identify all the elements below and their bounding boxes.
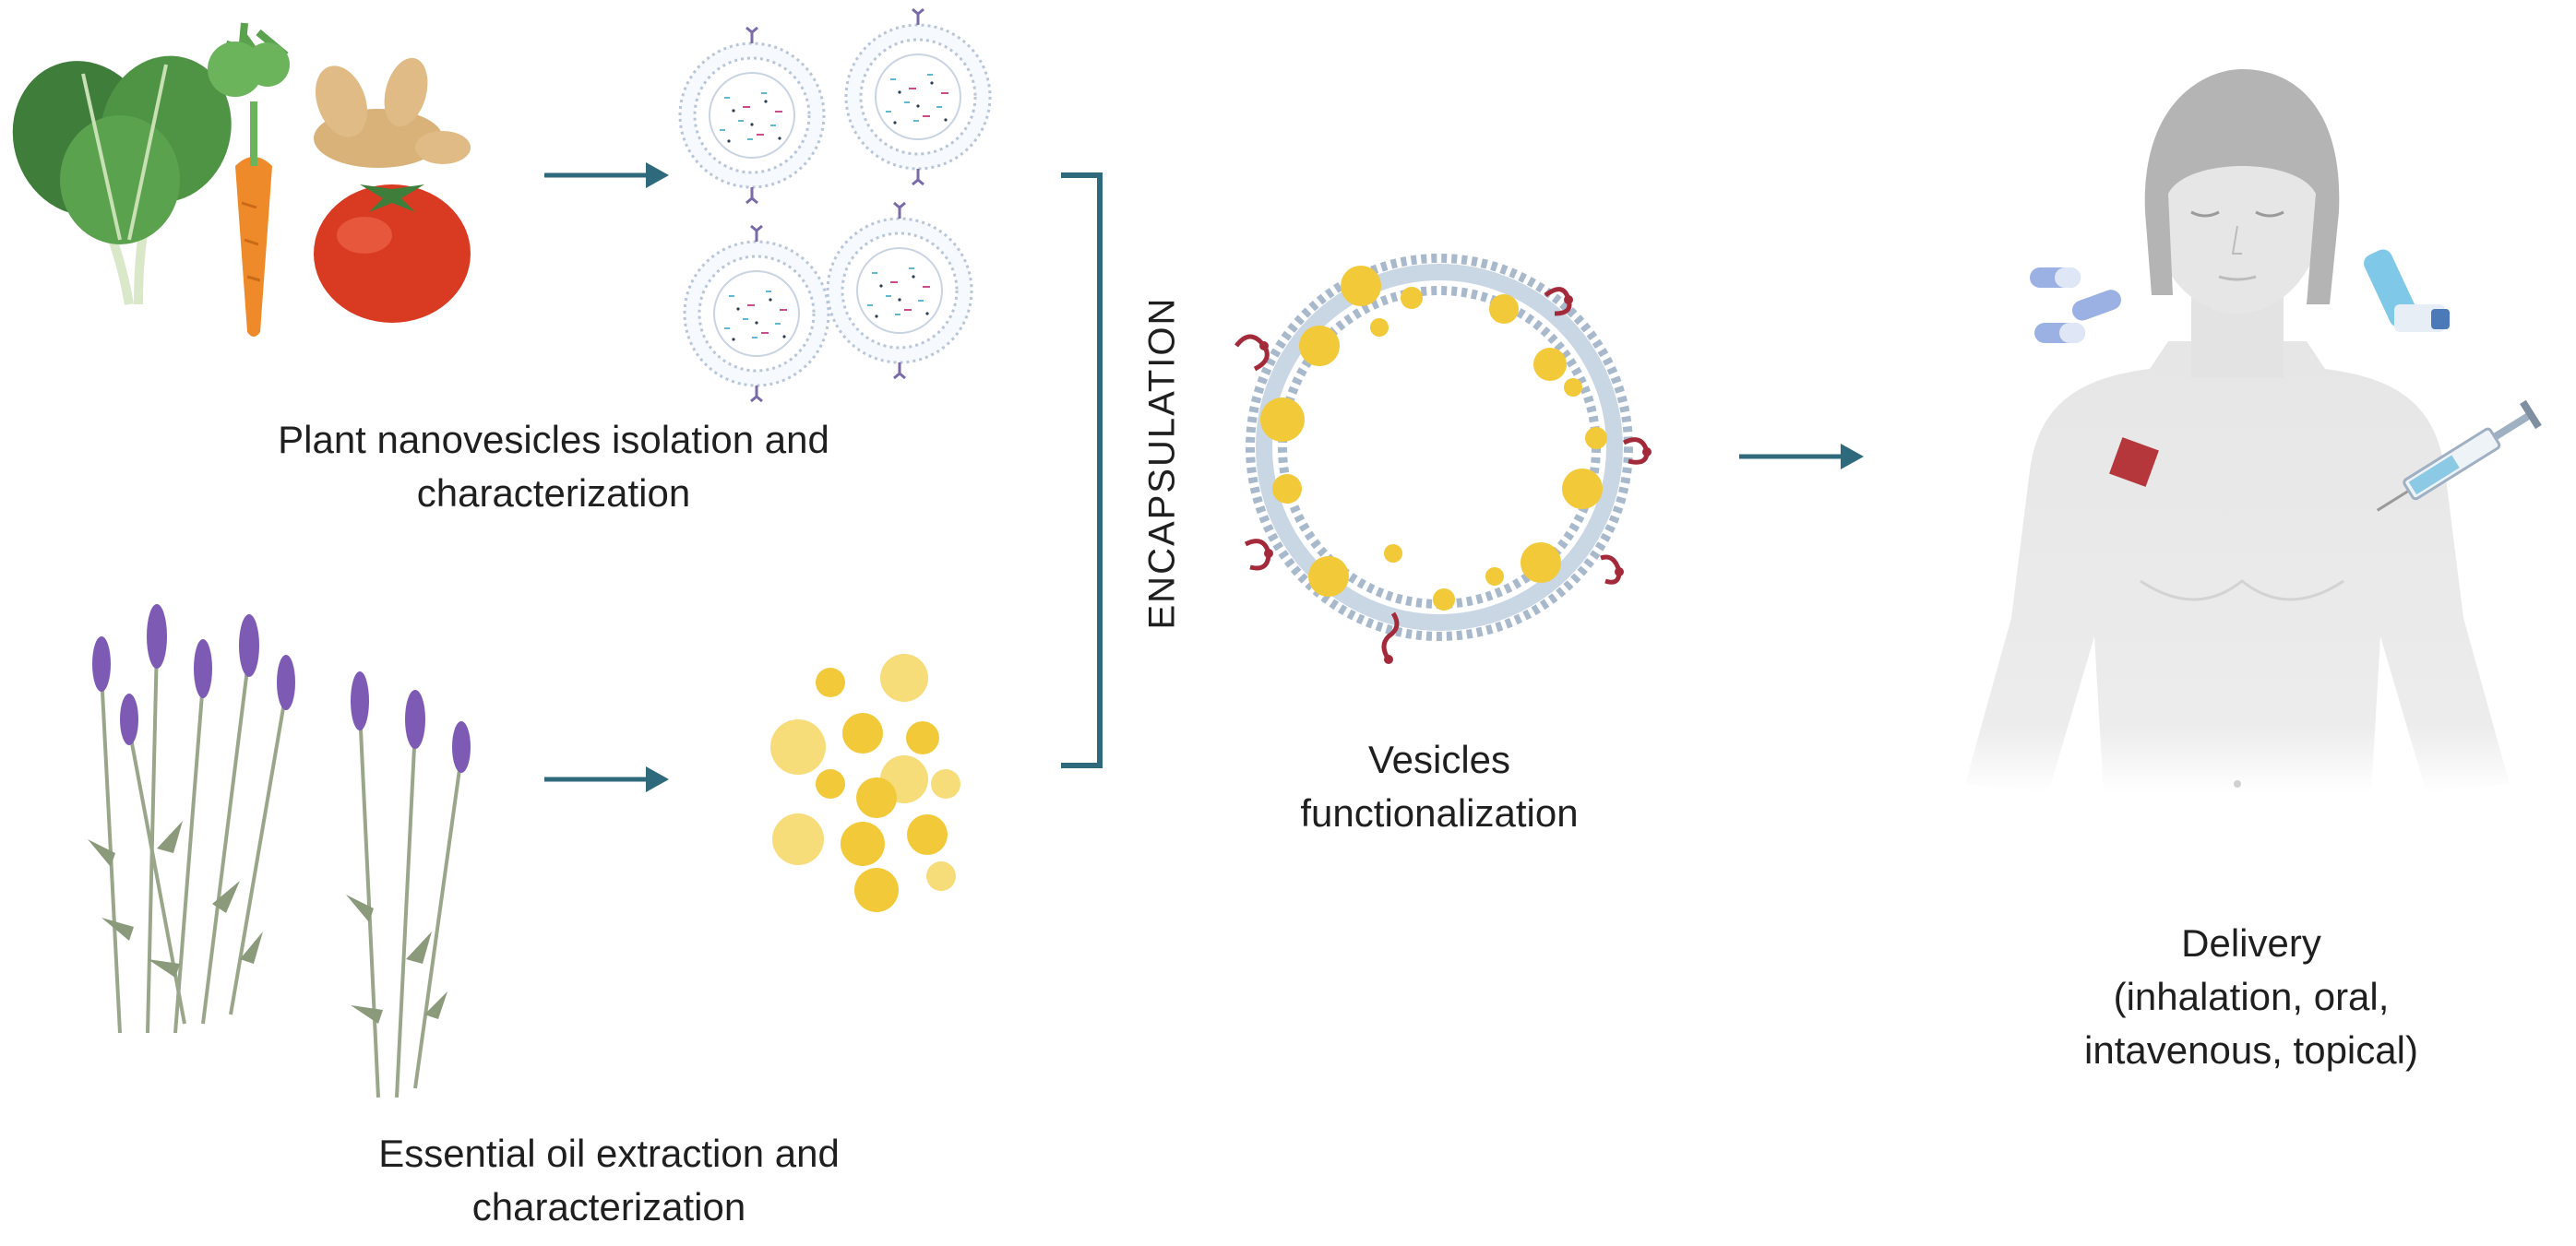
functionalized-vesicle-icon: [1234, 254, 1652, 664]
ginger-icon: [314, 57, 471, 168]
spinach-icon: [12, 55, 232, 305]
arrow-right-icon: [1739, 444, 1864, 469]
human-body-icon: [1965, 69, 2510, 793]
plant-step-label: Plant nanovesicles isolation and charact…: [278, 418, 829, 515]
syringe-icon: [2376, 399, 2542, 512]
bracket-icon: [1061, 172, 1103, 768]
carrot-icon: [208, 22, 290, 337]
arrow-right-icon: [544, 162, 669, 188]
pills-icon: [2030, 267, 2121, 343]
arrow-right-icon: [544, 766, 669, 792]
oil-step-label: Essential oil extraction and characteriz…: [378, 1132, 840, 1228]
functionalization-label: Vesicles functionalization: [1300, 738, 1579, 835]
nanovesicles-icon: [678, 7, 992, 403]
oil-droplets-icon: [770, 654, 960, 912]
inhaler-icon: [2364, 249, 2450, 332]
delivery-routes-label: (inhalation, oral, intavenous, topical): [2084, 975, 2418, 1072]
delivery-title: Delivery: [2181, 921, 2321, 965]
tomato-icon: [314, 184, 471, 323]
encapsulation-label: ENCAPSULATION: [1141, 296, 1183, 630]
patch-icon: [2109, 437, 2159, 487]
lavender-icon: [88, 604, 471, 1098]
vegetables-icon: [12, 22, 471, 337]
